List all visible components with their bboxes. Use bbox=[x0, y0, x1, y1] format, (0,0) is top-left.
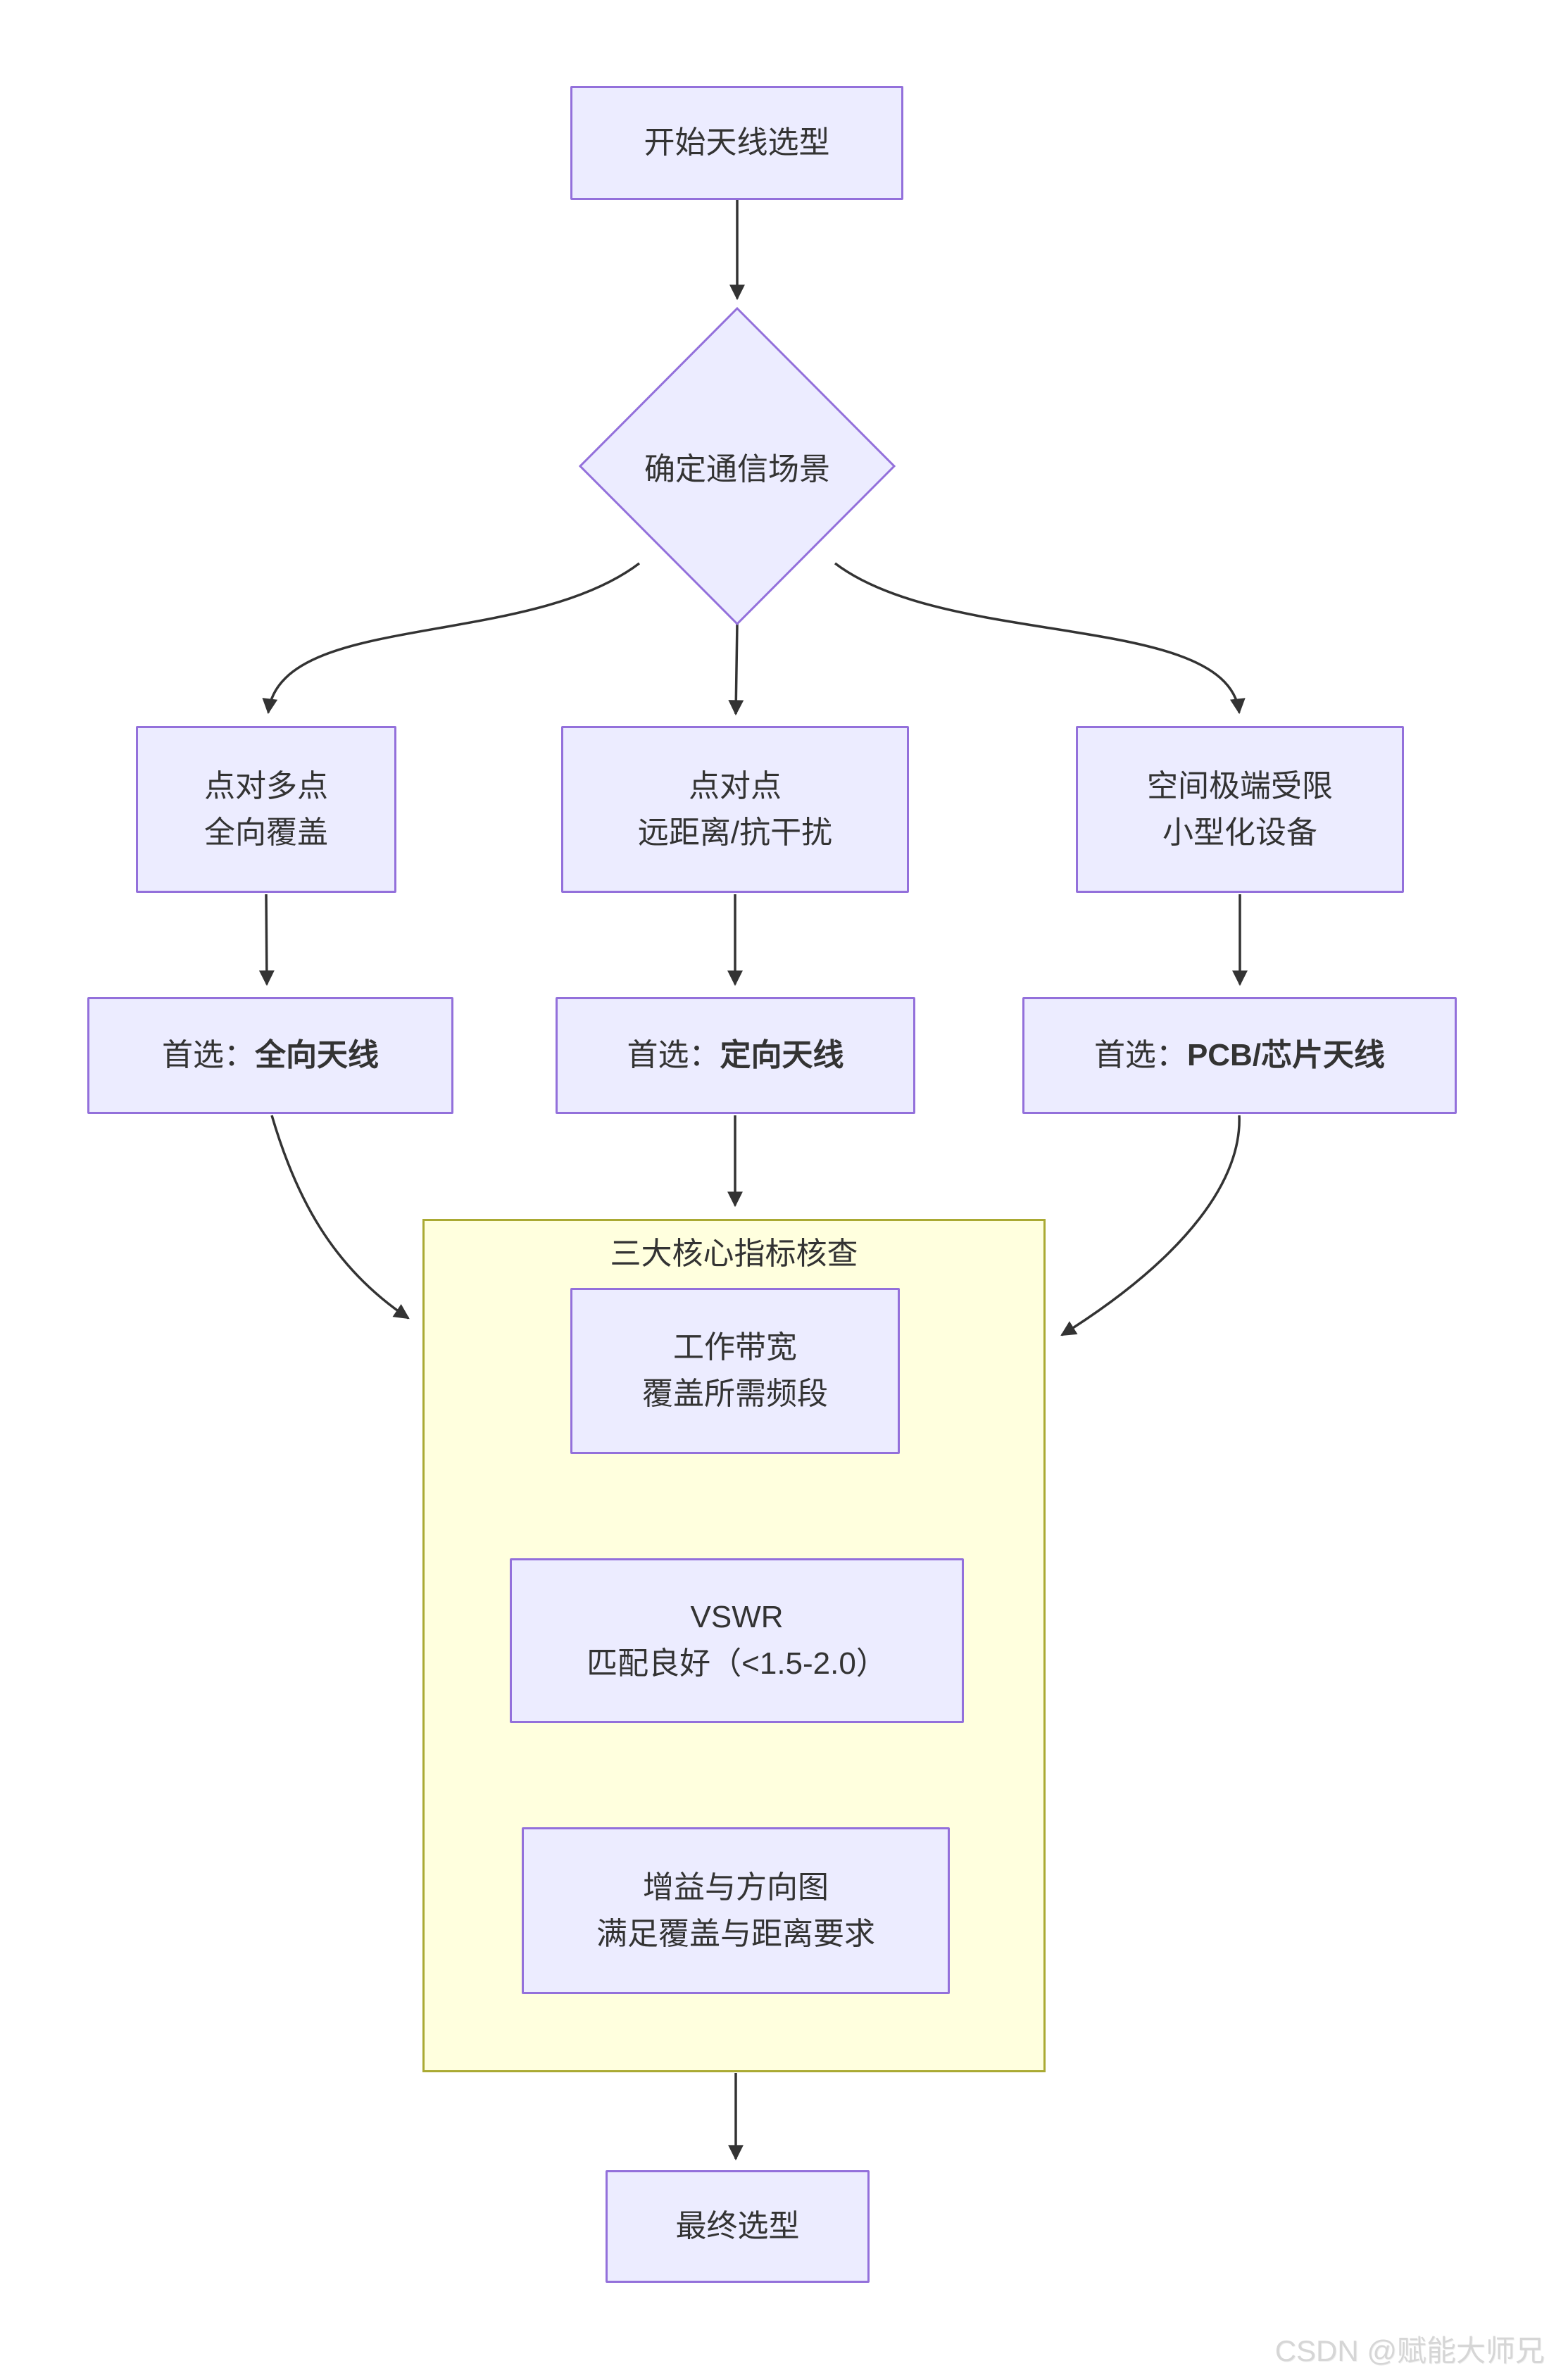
node-final-label: 最终选型 bbox=[675, 2209, 800, 2243]
check-vswr-line2: 匹配良好（<1.5-2.0） bbox=[587, 1646, 887, 1681]
edge-decision-to-multipoint bbox=[262, 562, 641, 715]
node-check-vswr: VSWR 匹配良好（<1.5-2.0） bbox=[510, 1558, 964, 1723]
edge-omni-to-checks bbox=[270, 1115, 410, 1320]
check-vswr-line1: VSWR bbox=[690, 1600, 784, 1634]
node-check-gain: 增益与方向图 满足覆盖与距离要求 bbox=[522, 1827, 950, 1994]
checks-subgraph-title: 三大核心指标核查 bbox=[610, 1236, 858, 1271]
edge-pcb-to-checks bbox=[1060, 1115, 1241, 1336]
choice-directional-prefix: 首选： bbox=[627, 1038, 720, 1072]
watermark: CSDN @赋能大师兄 bbox=[1274, 2334, 1545, 2367]
choice-omni-value: 全向天线 bbox=[255, 1038, 379, 1072]
choice-pcb-prefix: 首选： bbox=[1093, 1038, 1187, 1072]
node-final: 最终选型 bbox=[606, 2170, 870, 2283]
choice-directional-value: 定向天线 bbox=[720, 1038, 844, 1072]
scenario-multipoint-line2: 全向覆盖 bbox=[204, 815, 328, 850]
node-scenario-constrained: 空间极端受限 小型化设备 bbox=[1076, 726, 1404, 893]
choice-omni-prefix: 首选： bbox=[162, 1038, 255, 1072]
scenario-constrained-line1: 空间极端受限 bbox=[1147, 768, 1333, 803]
scenario-p2p-line2: 远距离/抗干扰 bbox=[637, 815, 833, 850]
node-decision-label: 确定通信场景 bbox=[644, 452, 830, 487]
choice-pcb-value: PCB/芯片天线 bbox=[1186, 1038, 1386, 1072]
node-decision: 确定通信场景 bbox=[580, 308, 894, 624]
edge-multipoint-to-omni bbox=[258, 894, 275, 987]
check-bandwidth-line2: 覆盖所需频段 bbox=[642, 1377, 828, 1411]
check-bandwidth-line1: 工作带宽 bbox=[673, 1330, 797, 1365]
check-gain-line1: 增益与方向图 bbox=[643, 1869, 829, 1905]
node-start-label: 开始天线选型 bbox=[644, 125, 830, 160]
decision-diamond-shape bbox=[578, 306, 896, 626]
node-scenario-multipoint: 点对多点 全向覆盖 bbox=[136, 726, 396, 893]
node-scenario-p2p: 点对点 远距离/抗干扰 bbox=[561, 726, 909, 893]
edge-decision-to-constrained bbox=[834, 562, 1246, 715]
node-start: 开始天线选型 bbox=[570, 86, 903, 200]
node-choice-omni: 首选：全向天线 bbox=[87, 997, 453, 1114]
edge-decision-to-p2p bbox=[728, 623, 744, 716]
scenario-p2p-line1: 点对点 bbox=[689, 768, 782, 803]
scenario-multipoint-line1: 点对多点 bbox=[204, 768, 328, 803]
check-gain-line2: 满足覆盖与距离要求 bbox=[596, 1916, 875, 1951]
scenario-constrained-line2: 小型化设备 bbox=[1162, 815, 1317, 850]
node-choice-directional: 首选：定向天线 bbox=[556, 997, 915, 1114]
node-check-bandwidth: 工作带宽 覆盖所需频段 bbox=[570, 1288, 900, 1454]
node-choice-pcb: 首选：PCB/芯片天线 bbox=[1022, 997, 1457, 1114]
